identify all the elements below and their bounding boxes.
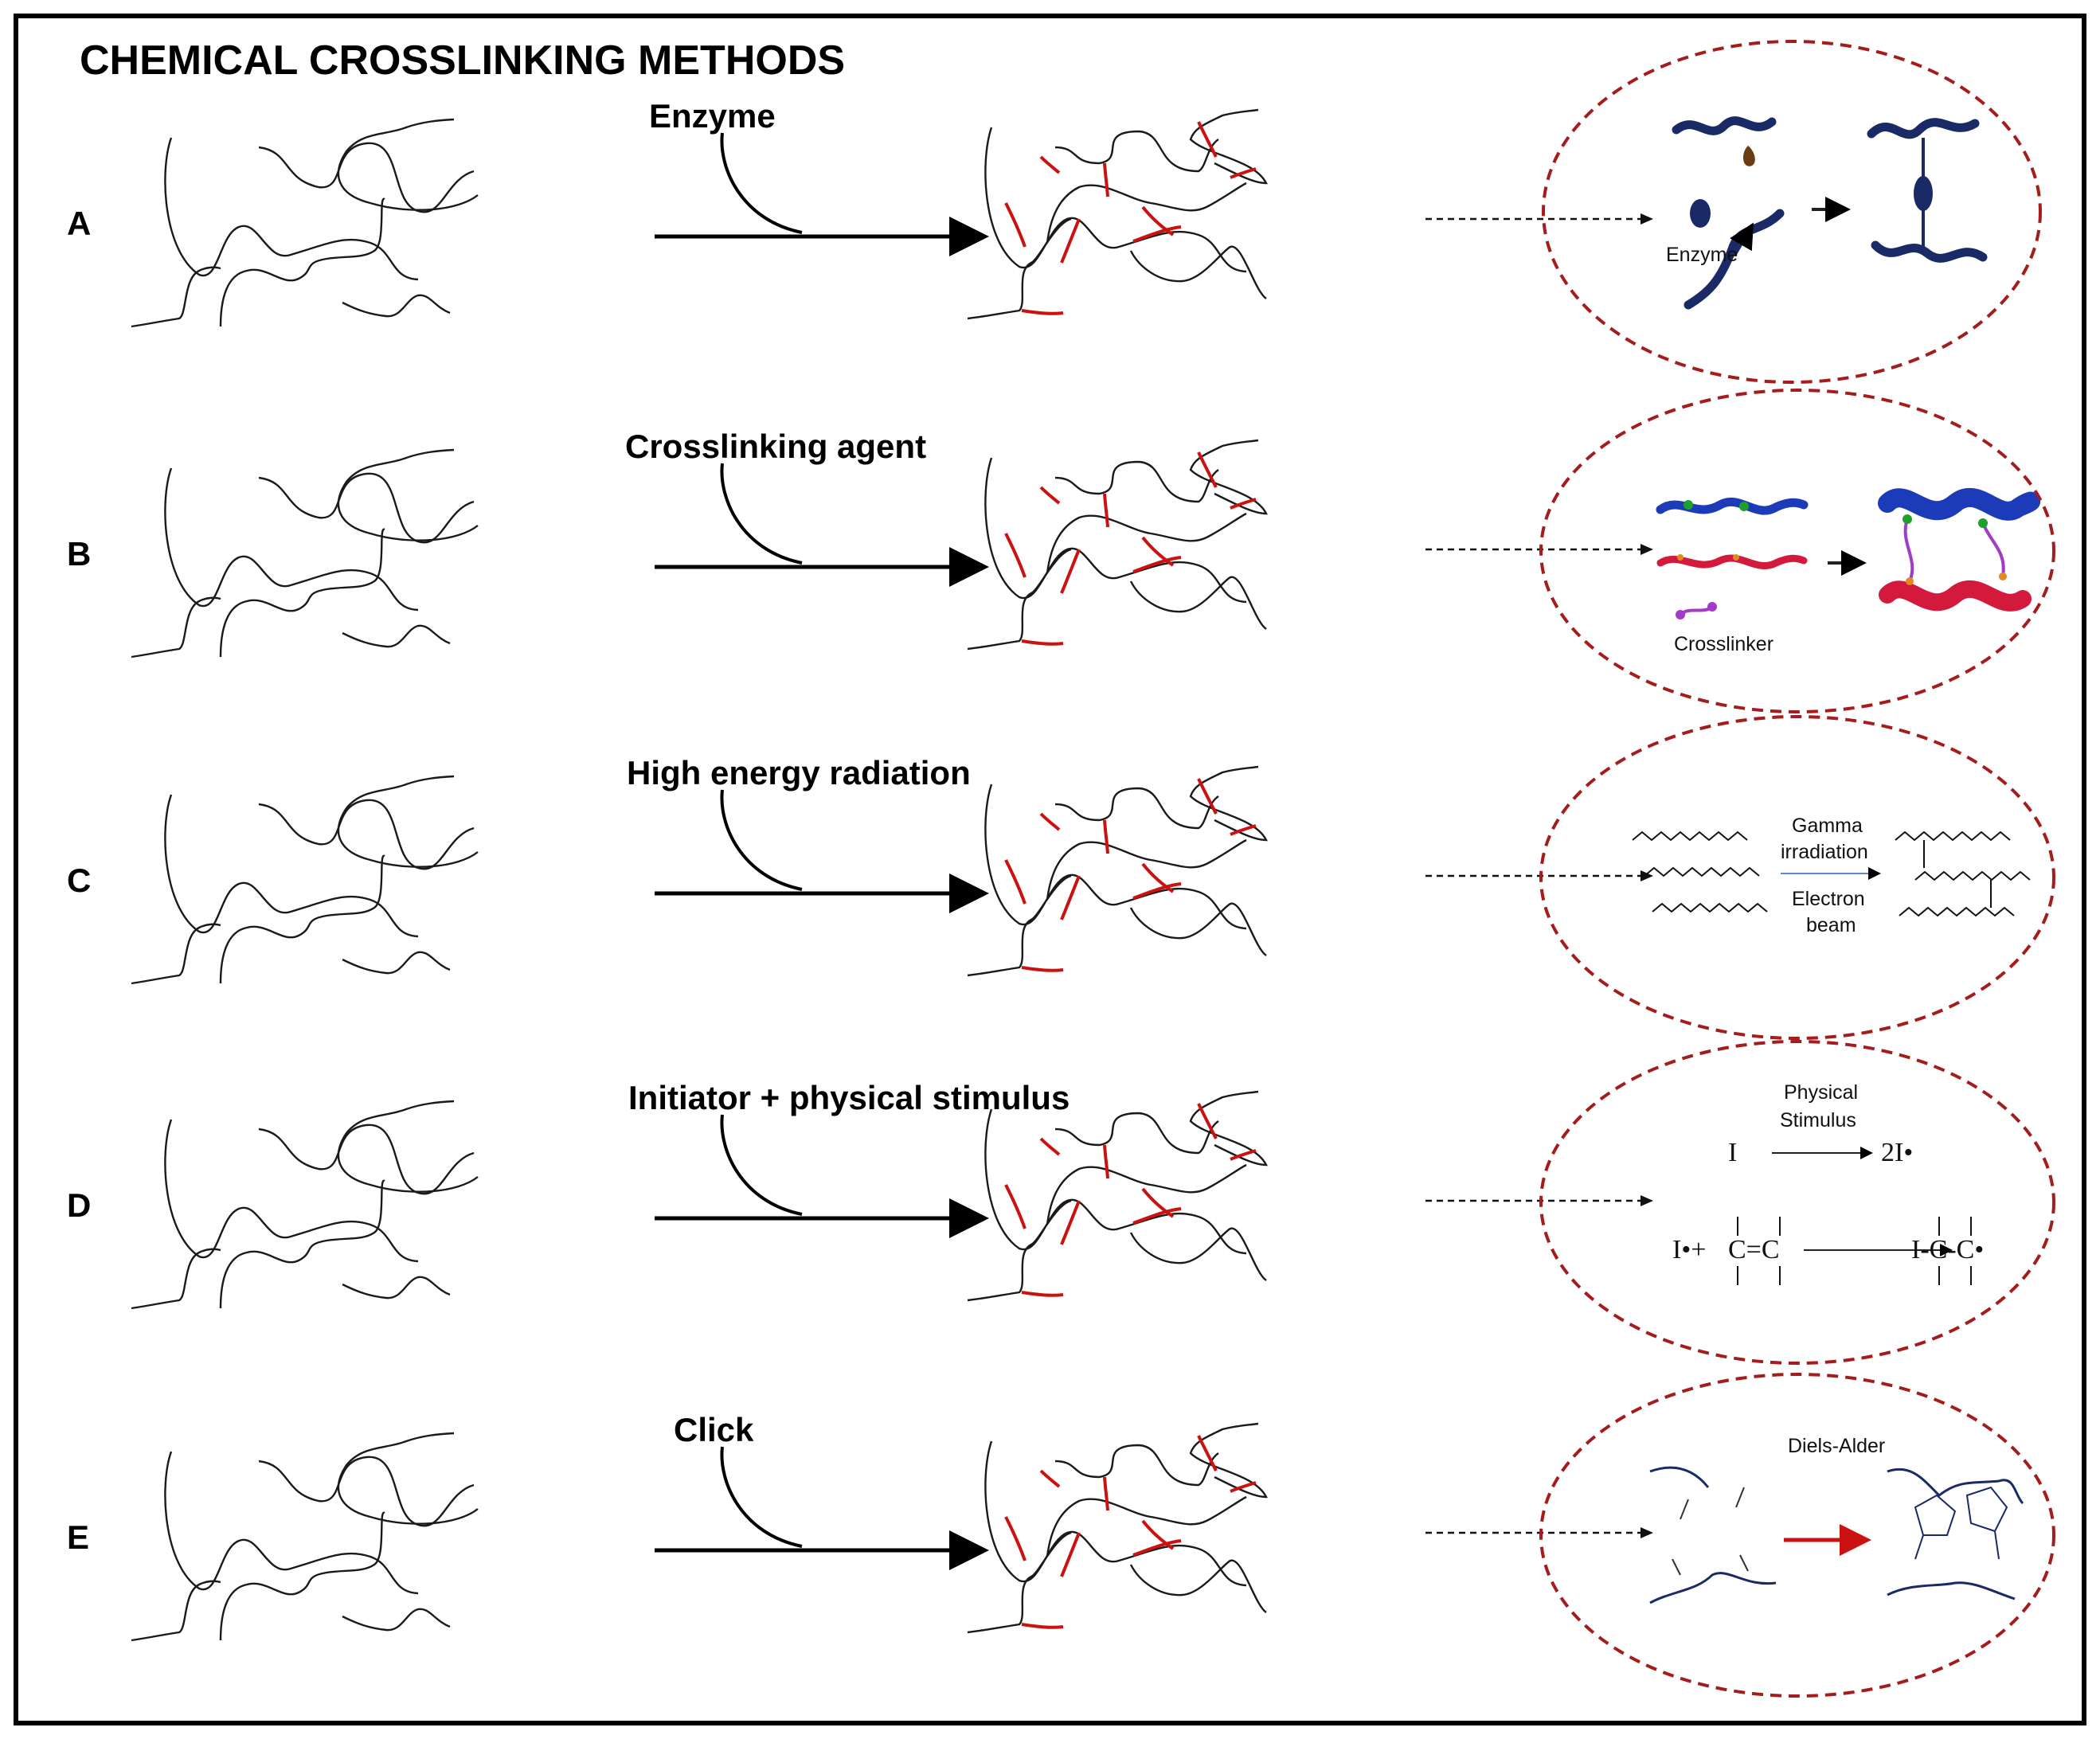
reaction-arrow (655, 463, 981, 567)
inset-a: Enzyme (1666, 116, 1988, 310)
row-c: C High energy radiation (67, 754, 1655, 985)
inset-circle-c (1539, 715, 2055, 1040)
reaction-arrow (655, 1115, 981, 1218)
inset-a-chain-top-right (1867, 118, 1980, 139)
initiator-symbol: I (1728, 1138, 1737, 1167)
stimulus-text: Stimulus (1780, 1109, 1856, 1131)
triazole-ring-1 (1914, 1494, 1957, 1536)
inset-b: Crosslinker (1656, 488, 2040, 655)
crosslinked-network (966, 1090, 1268, 1302)
chain-1 (1632, 831, 1748, 841)
e-chain-bottom-right (1887, 1581, 2016, 1600)
dashed-arrow (1424, 1526, 1655, 1540)
e-chain-bottom-left (1649, 1572, 1777, 1604)
row-letter: A (67, 205, 91, 242)
row-letter: E (67, 1518, 89, 1556)
inset-b-label: Crosslinker (1674, 633, 1773, 655)
reactive-group-top (1742, 146, 1755, 166)
inset-a-chain-top-left (1672, 116, 1777, 135)
e-chain-top-left (1649, 1466, 1710, 1488)
beam-text: beam (1806, 914, 1856, 936)
row-letter: B (67, 535, 91, 573)
reaction-arrow (655, 133, 981, 236)
crosslinked-network (966, 1422, 1268, 1634)
method-label: Crosslinking agent (625, 428, 926, 465)
crosslinked-network (966, 108, 1268, 320)
row-b: B Crosslinking agent (67, 428, 1655, 659)
inset-a-chain-bottom-right (1871, 240, 1988, 263)
dashed-arrow (1424, 1194, 1655, 1208)
dashed-arrow (1424, 212, 1655, 226)
red-polymer-chain (1656, 554, 1808, 570)
crosslinked-chains (1895, 831, 2031, 916)
outer-frame (14, 14, 2086, 1725)
diels-alder-text: Diels-Alder (1788, 1435, 1885, 1457)
dashed-arrow (1424, 542, 1655, 557)
method-label: Click (674, 1411, 754, 1448)
triazole-ring-2 (1965, 1486, 2008, 1533)
row-d: D Initiator + physical stimulus (67, 1079, 1655, 1310)
uncrosslinked-chains (130, 1100, 479, 1310)
reaction-arrow (655, 790, 981, 893)
crosslinked-network (966, 765, 1268, 977)
uncrosslinked-chains (130, 775, 479, 985)
reactive-group-bottom (1730, 222, 1754, 257)
crosslinked-network (966, 439, 1268, 651)
blue-chain-crosslinked (1878, 488, 2040, 521)
radical-plus: I•+ (1672, 1235, 1706, 1264)
svg-text:C=C: C=C (1728, 1235, 1780, 1264)
gamma-text: Gamma (1792, 815, 1863, 837)
blue-polymer-chain (1656, 497, 1809, 515)
method-label: High energy radiation (627, 754, 971, 791)
row-e: E Click (67, 1411, 1655, 1642)
inset-circle-e (1539, 1373, 2055, 1698)
chain-3 (1652, 903, 1768, 913)
inset-a-label: Enzyme (1666, 244, 1738, 266)
chain-2 (1644, 867, 1760, 877)
inset-circle-d (1539, 1040, 2055, 1365)
uncrosslinked-chains (130, 448, 479, 659)
method-label: Enzyme (649, 97, 776, 135)
alkene-structure: C=C (1728, 1217, 1781, 1285)
enzyme-blob (1690, 199, 1711, 228)
row-letter: D (67, 1186, 91, 1224)
irradiation-text: irradiation (1781, 841, 1868, 863)
method-label: Initiator + physical stimulus (628, 1079, 1070, 1116)
inset-circles (1539, 40, 2055, 1698)
dashed-arrow (1424, 869, 1655, 883)
physical-text: Physical (1784, 1081, 1858, 1104)
uncrosslinked-chains (130, 1432, 479, 1642)
row-letter: C (67, 862, 91, 899)
inset-d: Physical Stimulus I 2I• I•+ C=C I-C-C• (1672, 1081, 1984, 1285)
inset-circle-a (1542, 40, 2042, 384)
inset-c: Gamma irradiation Electron beam (1632, 815, 2031, 936)
inset-e: Diels-Alder (1649, 1435, 2024, 1604)
radicals-product: 2I• (1881, 1138, 1913, 1167)
uncrosslinked-chains (130, 118, 479, 328)
product-structure: I-C-C• (1911, 1217, 1984, 1285)
inset-circle-b (1539, 389, 2055, 713)
inset-a-bound-enzyme (1914, 176, 1933, 211)
row-a: A Enzyme (67, 97, 1655, 328)
page-title: CHEMICAL CROSSLINKING METHODS (80, 37, 845, 84)
svg-text:I-C-C•: I-C-C• (1911, 1235, 1984, 1264)
red-chain-crosslinked (1879, 580, 2032, 612)
reaction-arrow (655, 1447, 981, 1550)
crosslink-2 (1981, 522, 2005, 577)
e-chain-top-right (1887, 1467, 2024, 1505)
electron-text: Electron (1792, 888, 1865, 910)
crosslink-1 (1903, 518, 1914, 582)
